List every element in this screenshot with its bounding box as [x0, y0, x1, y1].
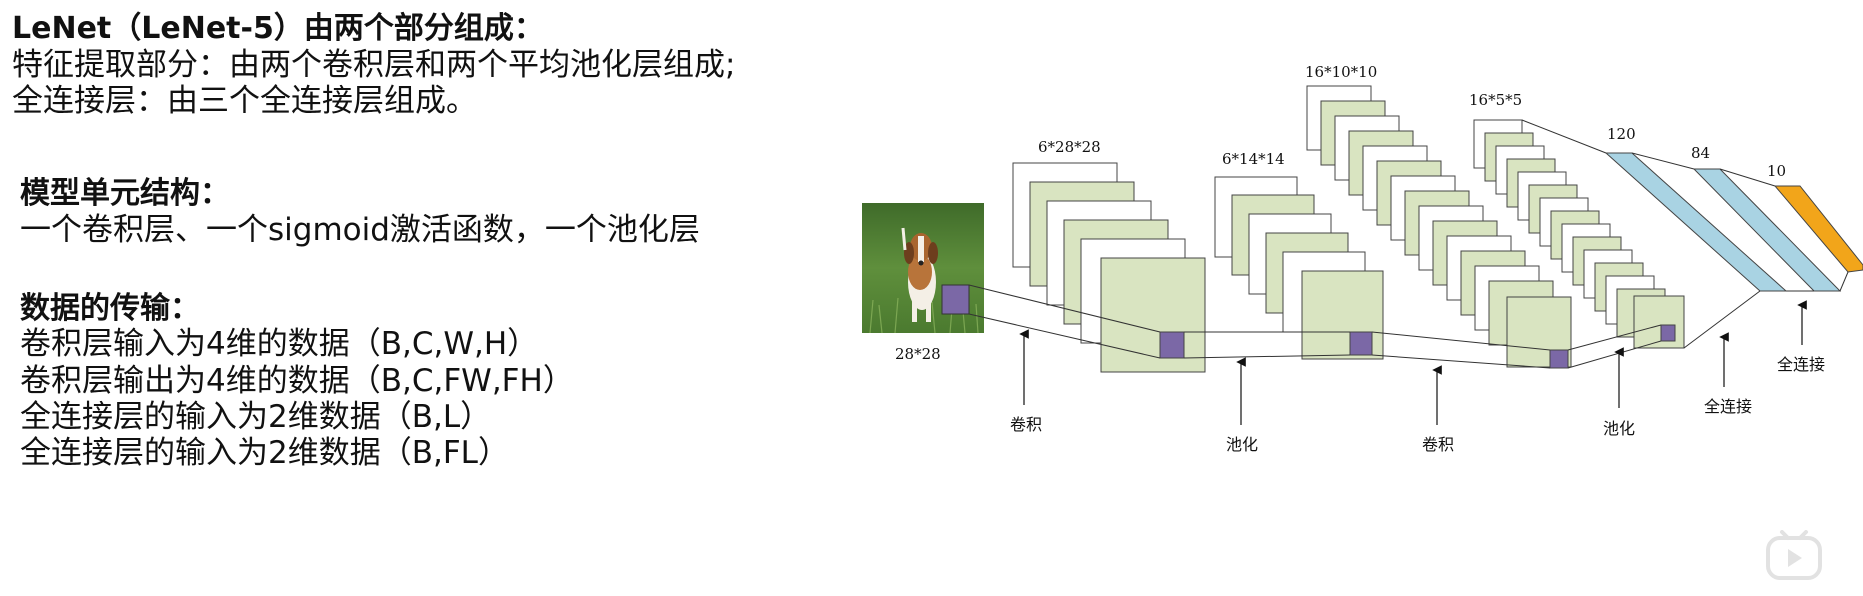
arrow-label-fc1: 全连接: [1704, 397, 1752, 416]
input-image: [862, 203, 984, 333]
conv1-feature-maps: [1013, 163, 1205, 372]
input-size-label: 28*28: [895, 345, 941, 363]
fc84-label: 84: [1691, 144, 1710, 162]
arrow-label-pool2: 池化: [1603, 419, 1635, 438]
arrow-label-fc2: 全连接: [1777, 355, 1825, 374]
fc10-label: 10: [1767, 162, 1786, 180]
input-kernel: [942, 285, 969, 314]
conv1-size-label: 6*28*28: [1038, 138, 1101, 156]
arrow-label-pool1: 池化: [1226, 435, 1258, 454]
pool1-size-label: 6*14*14: [1222, 150, 1285, 168]
arrow-label-conv2: 卷积: [1422, 435, 1454, 454]
fc120-label: 120: [1607, 125, 1636, 143]
conv2-size-label: 16*10*10: [1305, 63, 1377, 81]
play-watermark-icon: [1764, 530, 1824, 582]
pool2-size-label: 16*5*5: [1469, 91, 1522, 109]
arrow-label-conv1: 卷积: [1010, 415, 1042, 434]
